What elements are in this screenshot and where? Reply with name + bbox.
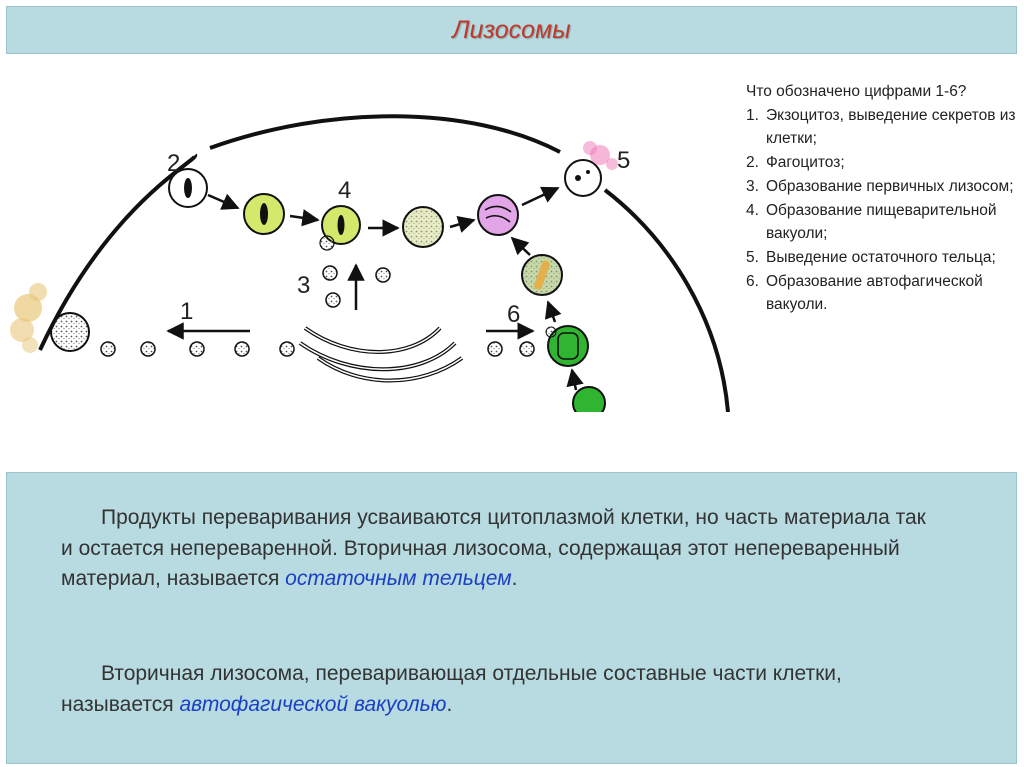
answer-item: 4.Образование пищеварительной вакуоли; — [746, 201, 997, 243]
exocytosis-cloud — [10, 283, 90, 353]
term-residual-body: остаточным тельцем — [285, 567, 512, 590]
phagocytosis-vesicle — [168, 168, 208, 208]
label-1: 1 — [180, 298, 193, 325]
paragraph-autophagic-vacuole: Вторичная лизосома, переваривающая отдел… — [61, 662, 842, 716]
label-4: 4 — [338, 177, 351, 204]
autophagic-secondary — [477, 194, 519, 236]
text-panel: Продукты переваривания усваиваются цитоп… — [6, 472, 1017, 764]
questions-block: Что обозначено цифрами 1-6? 1.Экзоцитоз,… — [746, 80, 1016, 317]
phagosome — [243, 193, 285, 235]
label-2: 2 — [167, 150, 180, 177]
secondary-lysosome — [402, 206, 444, 248]
question-prompt: Что обозначено цифрами 1-6? — [746, 83, 967, 100]
golgi-apparatus — [298, 326, 464, 383]
primary-lysosomes — [322, 265, 391, 308]
label-6: 6 — [507, 301, 520, 328]
lysosome-diagram: 1 2 3 4 5 6 — [10, 114, 730, 412]
answer-item: 2.Фагоцитоз; — [746, 154, 845, 172]
label-5: 5 — [617, 147, 630, 174]
cell-membrane — [38, 153, 198, 351]
digestive-vacuole — [319, 205, 361, 251]
autophagosome-maturing — [521, 254, 563, 296]
paragraph-residual-body: Продукты переваривания усваиваются цитоп… — [61, 506, 926, 590]
label-3: 3 — [297, 272, 310, 299]
title-bar: Лизосомы — [6, 6, 1017, 54]
autophagic-vacuole — [545, 325, 589, 367]
residual-body — [564, 141, 618, 197]
lysosome-row-1 — [100, 341, 295, 357]
cell-membrane-right — [603, 188, 730, 412]
mitochondrion-in-vesicle — [572, 386, 606, 412]
answer-item: 3.Образование первичных лизосом; — [746, 177, 1014, 195]
term-autophagic-vacuole: автофагической вакуолью — [179, 692, 447, 716]
lysosome-row-6 — [487, 341, 535, 357]
answer-item: 6.Образование автофагической вакуоли. — [746, 272, 983, 314]
answer-list: 1.Экзоцитоз, выведение секретов из клетк… — [746, 104, 1016, 317]
page-title: Лизосомы — [452, 15, 571, 44]
answer-item: 1.Экзоцитоз, выведение секретов из клетк… — [746, 106, 1016, 148]
answer-item: 5.Выведение остаточного тельца; — [746, 248, 996, 266]
cell-membrane-top — [209, 114, 561, 154]
